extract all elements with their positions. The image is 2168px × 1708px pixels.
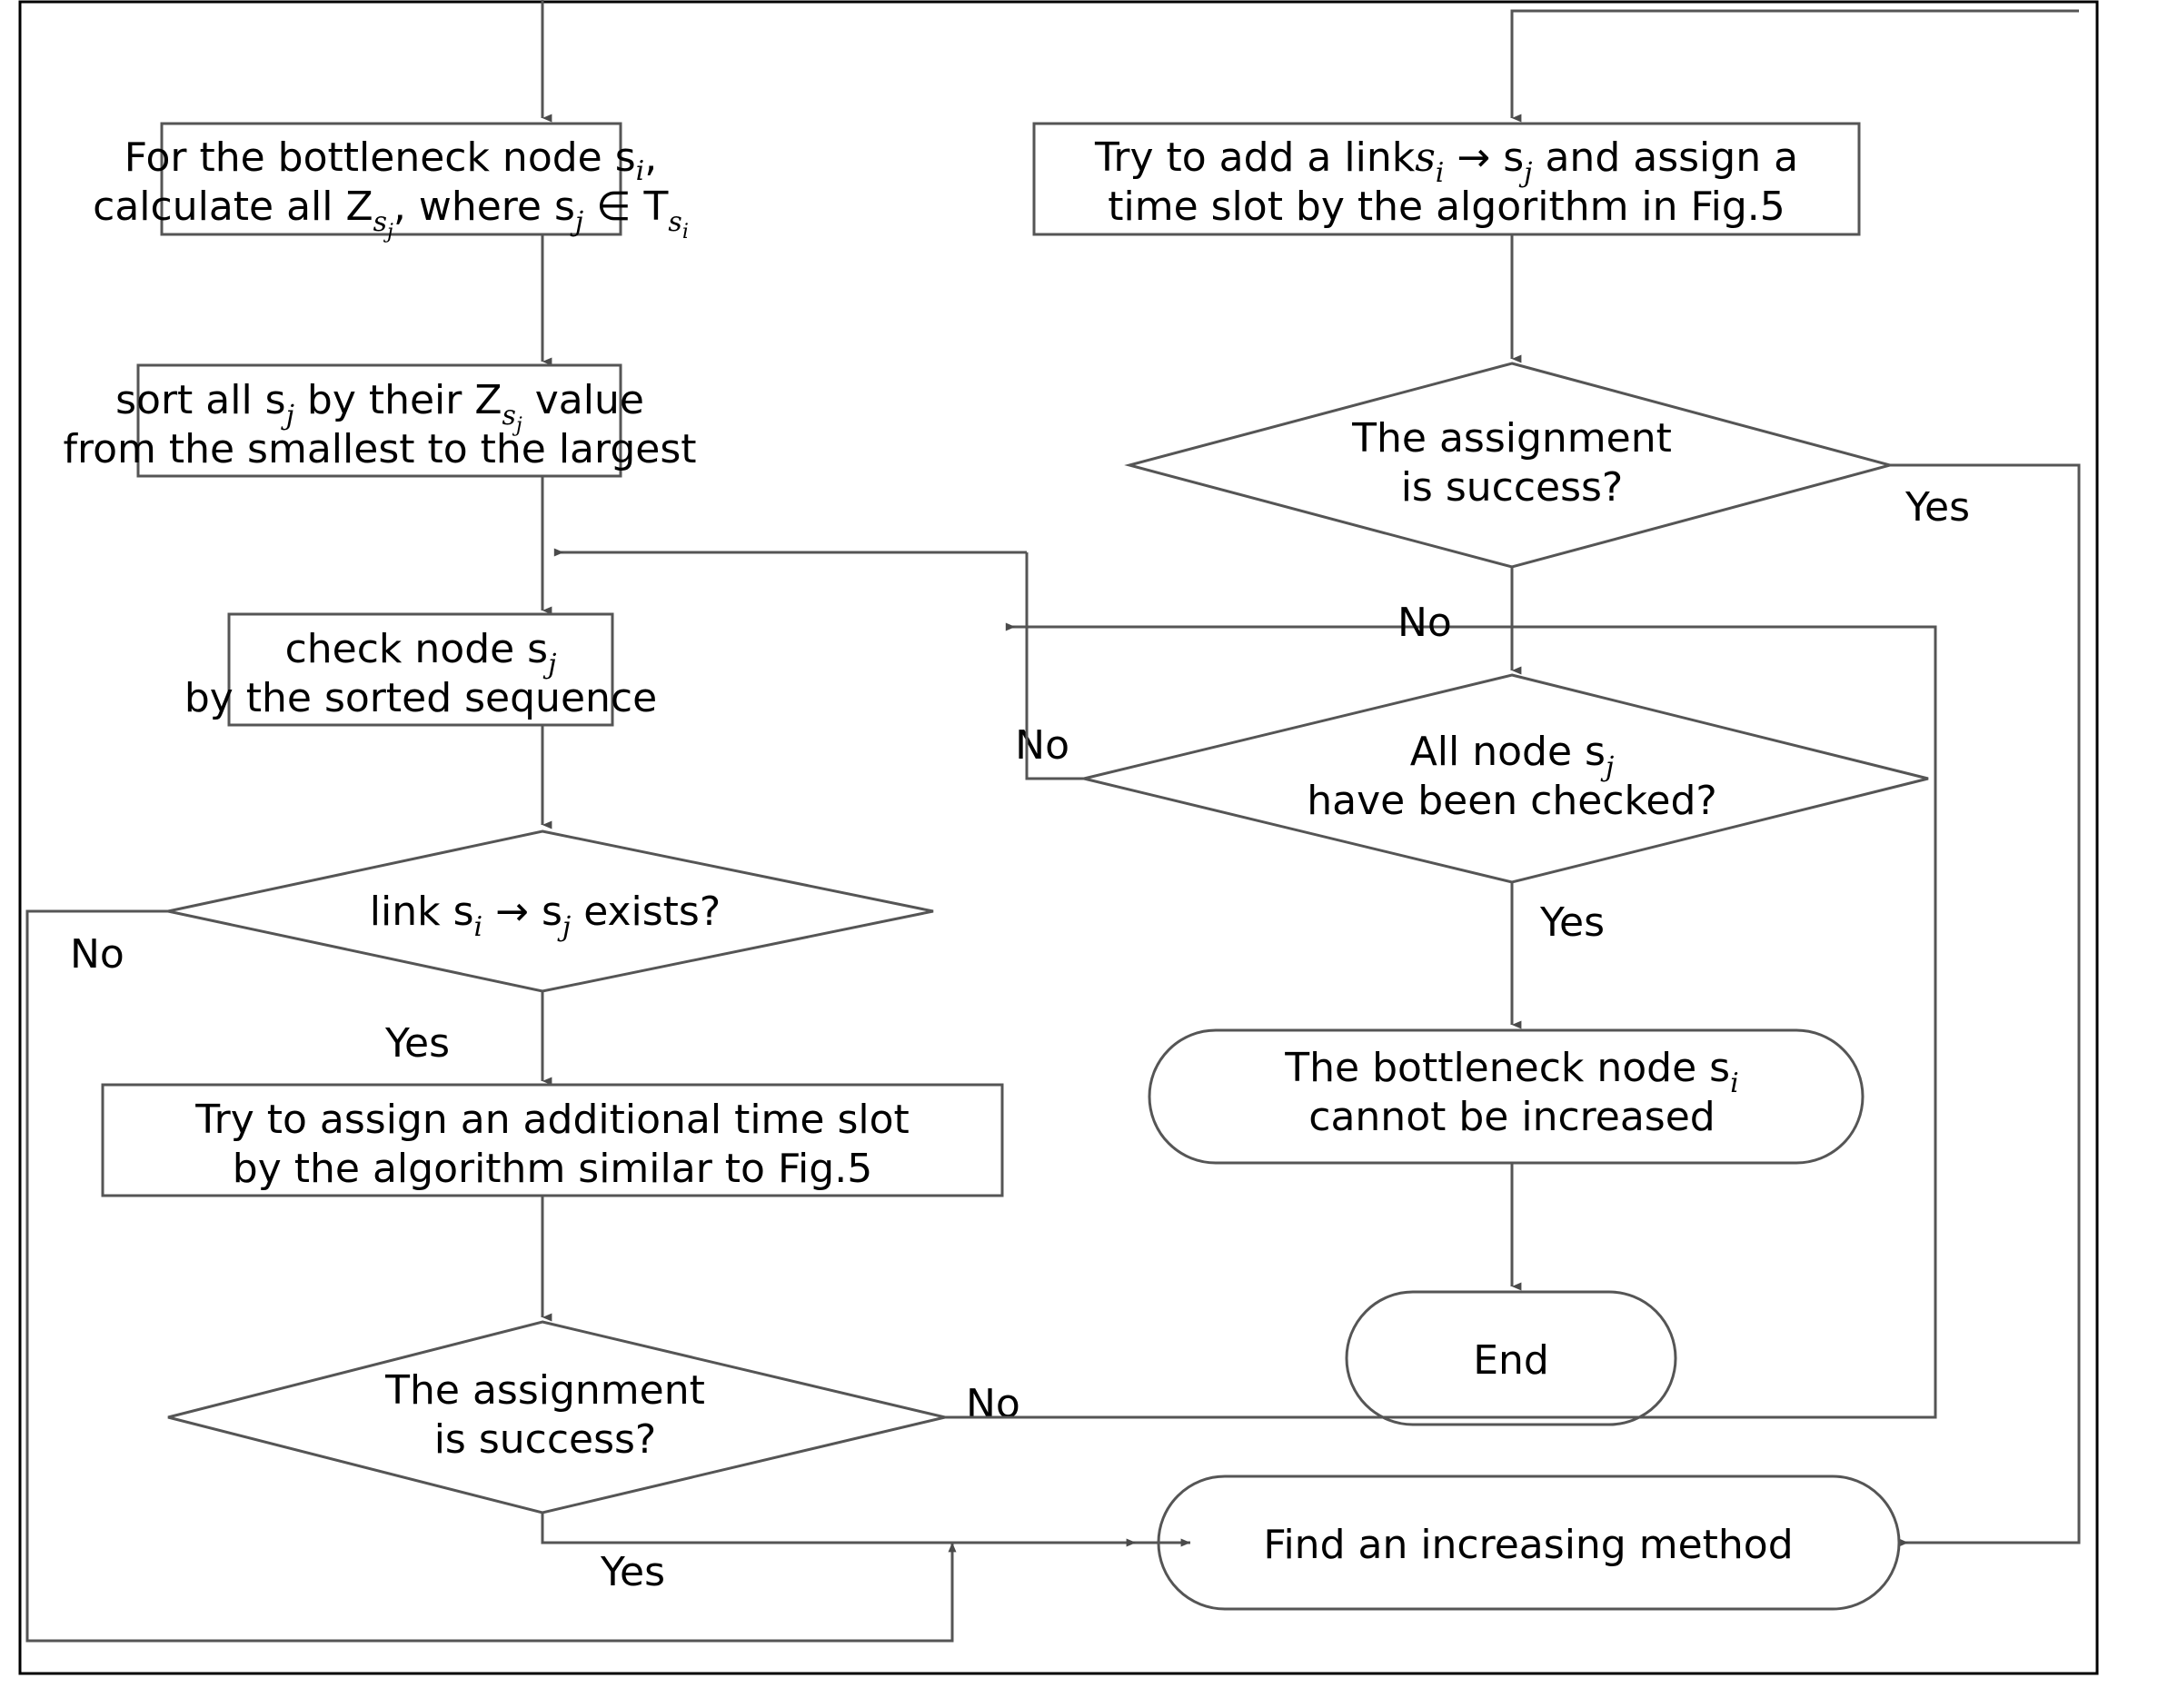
node-assignment-success-left-line2: is success? (434, 1416, 657, 1463)
node-try-add-link-line1: Try to add a linksi → sj and assign a (1094, 134, 1798, 189)
edge-label-all-checked-yes: Yes (1539, 899, 1605, 946)
node-find-increasing-label: Find an increasing method (1263, 1522, 1793, 1568)
node-assignment-success-right-line2: is success? (1401, 464, 1624, 511)
figure-border (18, 0, 2099, 1675)
edge-assign-left-yes-path (541, 1513, 1137, 1547)
edge-assign-right-yes-path (1890, 463, 2081, 1547)
edge-rail-to-try-add-link (1510, 9, 2079, 123)
edge-all-checked-no-path (1025, 552, 1084, 780)
node-find-increasing (1157, 1475, 1901, 1611)
node-try-add-link (1032, 122, 1861, 236)
node-cannot-increase-line1: The bottleneck node si (1284, 1045, 1738, 1099)
node-end-label: End (1473, 1337, 1549, 1384)
node-all-checked-line1: All node sj (1410, 729, 1615, 783)
edge-label-assign-right-no: No (1397, 600, 1452, 646)
node-cannot-increase-line2: cannot be increased (1308, 1094, 1715, 1140)
edge-label-link-exists-no: No (70, 931, 124, 978)
node-end (1345, 1290, 1677, 1426)
node-assignment-success-right-line1: The assignment (1351, 415, 1672, 462)
node-all-checked-line2: have been checked? (1307, 778, 1717, 824)
node-try-add-link-line2: time slot by the algorithm in Fig.5 (1108, 184, 1785, 230)
edge-assign-left-no-path (945, 622, 1937, 1419)
node-for-bottleneck-line1: For the bottleneck node si, (124, 134, 658, 187)
node-for-bottleneck-line2: calculate all Zsj, where sj ∈ Tsi (93, 184, 689, 243)
edge-label-all-checked-no: No (1015, 722, 1069, 769)
edge-label-assign-right-yes: Yes (1904, 484, 1970, 531)
node-for-bottleneck (160, 122, 622, 236)
edge-label-assign-left-yes: Yes (600, 1549, 665, 1595)
node-cannot-increase (1148, 1028, 1865, 1165)
node-try-assign-additional-line2: by the algorithm similar to Fig.5 (233, 1146, 872, 1192)
node-link-exists-label: link si → sj exists? (370, 889, 721, 943)
node-sort-all-line1: sort all sj by their Zsj value (115, 377, 644, 437)
edge-linkexists-no-path (25, 909, 957, 1643)
node-sort-all (136, 363, 622, 478)
node-assignment-success-left-line1: The assignment (384, 1367, 705, 1414)
node-check-node-line1: check node sj (285, 626, 557, 680)
edge-label-link-exists-yes: Yes (384, 1020, 450, 1067)
node-check-node (227, 612, 614, 727)
node-try-assign-additional (101, 1083, 1004, 1197)
node-check-node-line2: by the sorted sequence (184, 675, 657, 721)
node-sort-all-line2: from the smallest to the largest (63, 426, 696, 472)
node-try-assign-additional-line1: Try to assign an additional time slot (194, 1097, 910, 1143)
edge-label-assign-left-no: No (966, 1381, 1020, 1427)
